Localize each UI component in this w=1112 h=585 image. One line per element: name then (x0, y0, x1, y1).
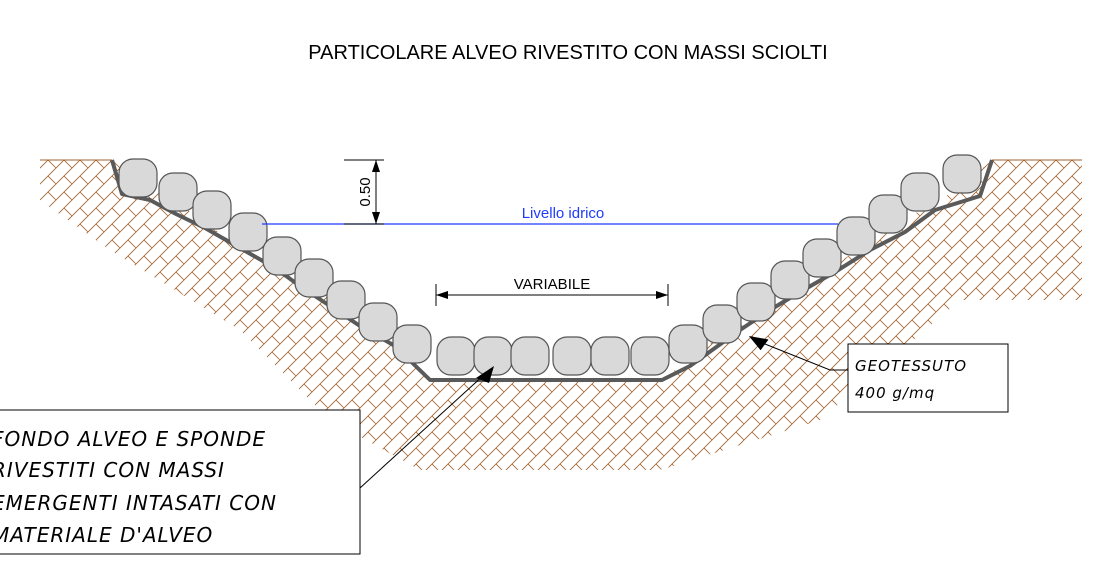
stone-block (262, 236, 302, 276)
stone-block (630, 336, 670, 376)
stone-block (736, 282, 776, 322)
stone-block (942, 154, 982, 194)
bed-note-line3: EMERGENTI INTASATI CON (0, 491, 277, 515)
geotextile-callout: GEOTESSUTO 400 g/mq (748, 335, 1009, 413)
water-level-label: Livello idrico (522, 205, 605, 222)
geotextile-note-line1: GEOTESSUTO (855, 357, 967, 375)
stone-block (118, 158, 158, 198)
stone-block (900, 172, 940, 212)
freeboard-dimension: 0.50 (344, 159, 384, 225)
stone-block (668, 324, 708, 364)
stone-block (868, 194, 908, 234)
bed-lining-callout: FONDO ALVEO E SPONDE RIVESTITI CON MASSI… (0, 366, 494, 555)
stone-block (392, 324, 432, 364)
stone-block (436, 336, 476, 376)
stone-block (510, 336, 550, 376)
bed-note-line1: FONDO ALVEO E SPONDE (0, 427, 266, 451)
stone-block (358, 302, 398, 342)
stone-block (158, 172, 198, 212)
bottom-width-value: VARIABILE (514, 276, 590, 293)
stone-block (326, 280, 366, 320)
bottom-width-dimension: VARIABILE (435, 276, 669, 306)
stone-blocks (118, 154, 982, 376)
stone-block (770, 260, 810, 300)
stone-block (836, 216, 876, 256)
stone-block (228, 212, 268, 252)
stone-block (192, 190, 232, 230)
stone-block (590, 336, 630, 376)
stone-block (702, 304, 742, 344)
geotextile-note-line2: 400 g/mq (855, 384, 935, 402)
bed-note-line4: MATERIALE D'ALVEO (0, 523, 213, 547)
bed-note-line2: RIVESTITI CON MASSI (0, 458, 225, 482)
stone-block (802, 238, 842, 278)
drawing-title: PARTICOLARE ALVEO RIVESTITO CON MASSI SC… (308, 42, 827, 64)
stone-block (552, 336, 592, 376)
freeboard-value: 0.50 (357, 177, 374, 206)
stone-block (294, 258, 334, 298)
